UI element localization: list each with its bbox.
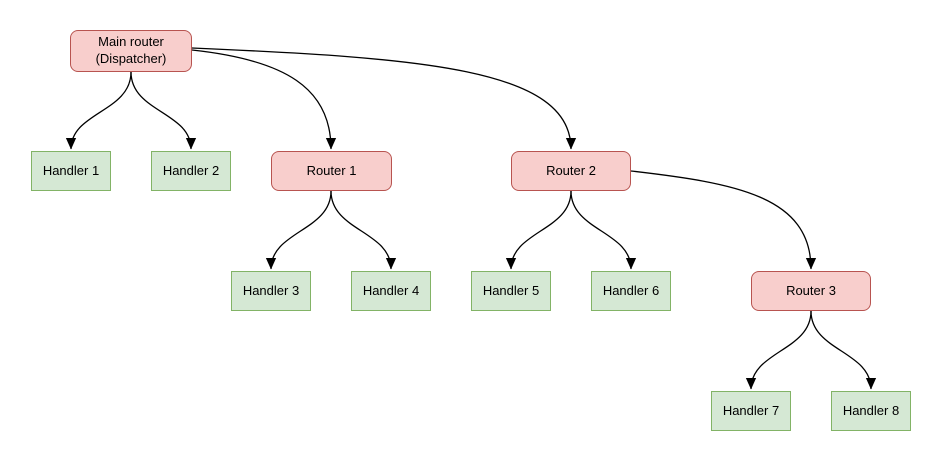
node-label: Handler 5 xyxy=(482,282,540,298)
edge-router2-to-handler5 xyxy=(505,190,572,270)
edge-router3-to-handler7 xyxy=(745,310,812,390)
node-handler3: Handler 3 xyxy=(231,271,311,311)
node-handler4: Handler 4 xyxy=(351,271,431,311)
node-label: Handler 2 xyxy=(162,162,220,178)
edge-router1-to-handler4 xyxy=(330,190,397,270)
node-label: Handler 8 xyxy=(842,402,900,418)
node-handler8: Handler 8 xyxy=(831,391,911,431)
node-label-line2: (Dispatcher) xyxy=(95,51,167,66)
node-handler5: Handler 5 xyxy=(471,271,551,311)
node-label: Router 1 xyxy=(306,162,357,178)
node-handler2: Handler 2 xyxy=(151,151,231,191)
node-handler7: Handler 7 xyxy=(711,391,791,431)
edge-router1-to-handler3 xyxy=(265,190,332,270)
node-router2: Router 2 xyxy=(511,151,631,191)
edge-router3-to-handler8 xyxy=(810,310,877,390)
edge-main-router-to-router1 xyxy=(191,49,337,150)
node-label: Handler 4 xyxy=(362,282,420,298)
node-label-line1: Main router xyxy=(98,34,164,50)
edge-main-router-to-handler2 xyxy=(130,71,197,150)
node-handler1: Handler 1 xyxy=(31,151,111,191)
node-label: Handler 7 xyxy=(722,402,780,418)
node-label: Handler 6 xyxy=(602,282,660,298)
node-label: Handler 3 xyxy=(242,282,300,298)
node-main-router: Main router (Dispatcher) xyxy=(70,30,192,72)
edge-router2-to-handler6 xyxy=(570,190,637,270)
edge-main-router-to-router2 xyxy=(191,47,577,150)
node-label: Router 2 xyxy=(546,162,596,178)
node-router3: Router 3 xyxy=(751,271,871,311)
edge-router2-to-router3 xyxy=(630,170,817,270)
edge-main-router-to-handler1 xyxy=(65,71,132,150)
node-router1: Router 1 xyxy=(271,151,392,191)
node-label: Handler 1 xyxy=(42,162,100,178)
node-handler6: Handler 6 xyxy=(591,271,671,311)
node-label: Router 3 xyxy=(786,282,836,298)
